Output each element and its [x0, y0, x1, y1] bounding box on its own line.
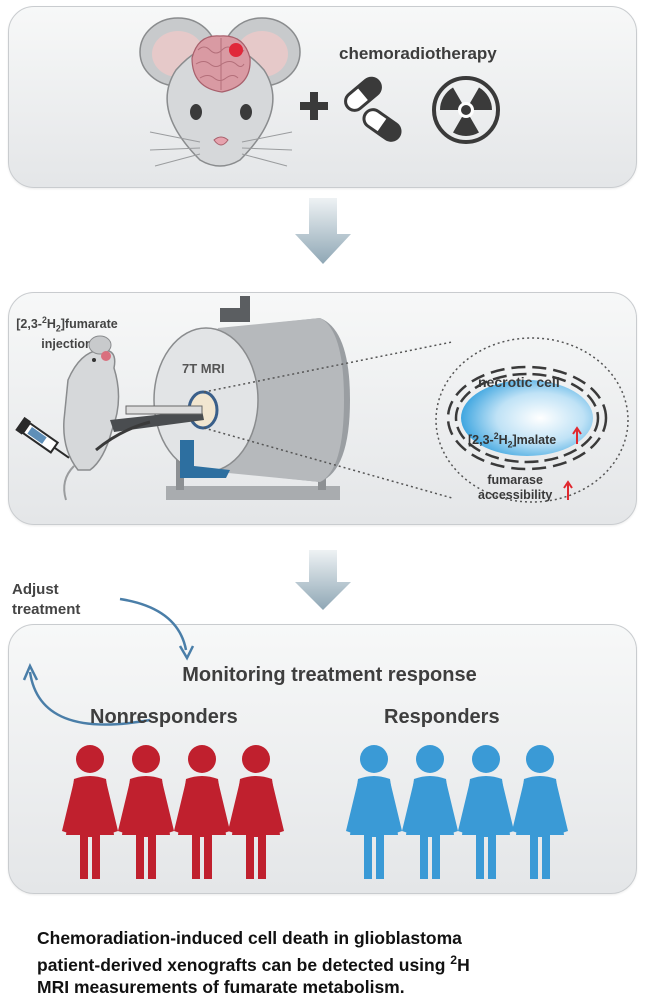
- fumarase-line1: fumarase: [487, 473, 543, 487]
- mouse-head-illustration: [139, 17, 301, 167]
- malate-label-sup: 2: [493, 431, 499, 441]
- caption-line2-sup: 2: [450, 953, 458, 967]
- adjust-line1: Adjust: [12, 581, 59, 598]
- flow-arrow-down-icon: [295, 550, 351, 610]
- person-icon: [458, 745, 514, 879]
- person-icon: [118, 745, 174, 879]
- injection-label-line2: injection: [41, 336, 93, 351]
- fumarase-line2: accessibility: [478, 488, 553, 502]
- malate-label-post: ]malate: [512, 433, 557, 448]
- injection-label-sub: 2: [55, 323, 61, 334]
- malate-label: [2,3-2H2]malate: [468, 431, 556, 450]
- injection-label-h: H: [46, 317, 56, 332]
- treatment-label: chemoradiotherapy: [339, 44, 497, 63]
- person-icon: [402, 745, 458, 879]
- injection-label-sup: 2: [41, 315, 47, 325]
- malate-label-h: H: [498, 433, 508, 448]
- malate-label-sub: 2: [507, 439, 513, 450]
- syringe-icon: [15, 416, 70, 459]
- panel-treatment: [8, 6, 637, 188]
- mouse-body-illustration: [63, 335, 120, 501]
- caption-line3: MRI measurements of fumarate metabolism.: [37, 976, 405, 997]
- radiation-icon: [432, 76, 500, 144]
- malate-label-pre: [2,3-: [468, 433, 494, 448]
- adjust-treatment-label: Adjust treatment: [12, 580, 80, 620]
- injection-label-pre: [2,3-: [16, 317, 42, 332]
- pills-icon: [344, 76, 402, 142]
- flow-arrow-down-icon: [295, 198, 351, 264]
- injection-label-post: ]fumarate: [60, 317, 118, 332]
- person-icon: [512, 745, 568, 879]
- person-icon: [346, 745, 402, 879]
- plus-icon: [300, 92, 328, 120]
- caption-line2-post: H: [457, 954, 470, 975]
- person-icon: [174, 745, 230, 879]
- zoom-connector-lines: [203, 341, 453, 499]
- responders-label: Responders: [384, 706, 500, 728]
- nonresponders-label: Nonresponders: [90, 706, 238, 728]
- necrotic-cell-zoom: [435, 337, 629, 503]
- caption-line2-pre: patient-derived xenografts can be detect…: [37, 954, 451, 975]
- adjust-line2: treatment: [12, 601, 81, 618]
- monitoring-title: Monitoring treatment response: [182, 664, 477, 686]
- person-icon: [228, 745, 284, 879]
- caption-line1: Chemoradiation-induced cell death in gli…: [37, 928, 462, 948]
- mri-label: 7T MRI: [182, 361, 225, 376]
- necrotic-cell-label: necrotic cell: [478, 374, 560, 390]
- person-icon: [62, 745, 118, 879]
- figure-caption: Chemoradiation-induced cell death in gli…: [37, 927, 637, 998]
- mri-scanner-illustration: [95, 296, 350, 500]
